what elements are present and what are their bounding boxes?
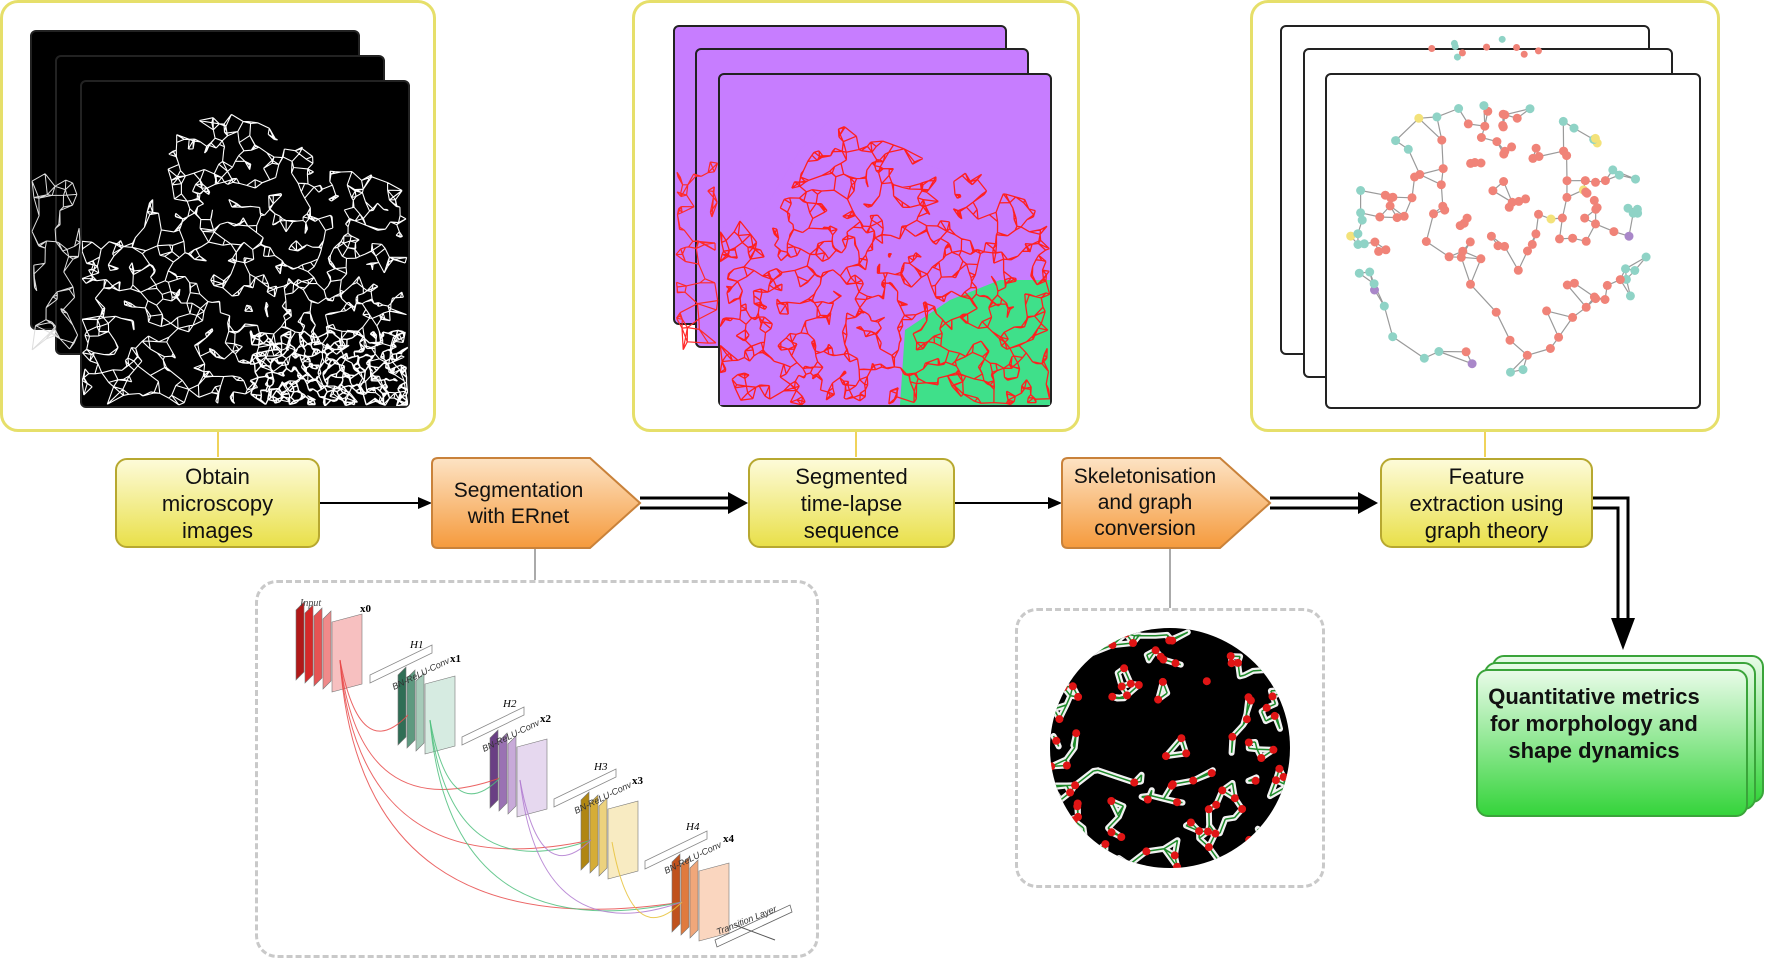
segmentation-overlay: [720, 120, 1050, 405]
graph-image: [1325, 73, 1701, 409]
result-box: [1476, 669, 1748, 817]
skeleton-line-2: and graph: [1097, 491, 1193, 514]
ernet-x0-label: x0: [360, 603, 372, 615]
feature-line-2: extraction using: [1409, 490, 1564, 516]
obtain-line-3: images: [182, 517, 253, 543]
double-arrow-2: [1270, 492, 1378, 514]
ernet-architecture: [295, 601, 793, 948]
double-arrow-down: [1593, 496, 1635, 650]
segmented-line-1: Segmented: [795, 463, 908, 489]
segmentation-label: Segmentation with ERnet: [436, 478, 601, 530]
obtain-line-2: microscopy: [161, 490, 274, 516]
feature-line-3: graph theory: [1424, 517, 1549, 543]
segmentation-line-1: Segmentation: [453, 479, 584, 502]
ernet-h3-label: H3: [593, 761, 608, 773]
obtain-line-1: Obtain: [185, 463, 250, 489]
microscopy-back-fragments: [31, 173, 81, 351]
segmentation-back-fragments: [675, 161, 719, 350]
skeleton-detail-panel: [1015, 608, 1325, 888]
double-arrow-1: [640, 492, 748, 514]
ernet-h4-label: H4: [685, 821, 700, 833]
ernet-x4-label: x4: [723, 833, 735, 845]
obtain-images-box: Obtain microscopy images: [115, 458, 320, 548]
segmentation-line-2: with ERnet: [467, 505, 570, 528]
segmented-line-3: sequence: [803, 517, 900, 543]
ernet-architecture-panel: [255, 580, 819, 958]
result-line-3: shape dynamics: [1508, 738, 1680, 763]
ernet-x1-label: x1: [450, 653, 461, 665]
segmented-line-2: time-lapse: [800, 490, 903, 516]
ernet-h2-label: H2: [502, 698, 517, 710]
ernet-input-label: Input: [299, 598, 321, 609]
skeleton-line-3: conversion: [1094, 517, 1196, 540]
ernet-h1-label: H1: [409, 639, 423, 651]
skeleton-line-1: Skeletonisation: [1073, 465, 1217, 488]
ernet-x3-label: x3: [632, 775, 644, 787]
result-text: Quantitative metrics for morphology and …: [1478, 683, 1710, 764]
result-line-1: Quantitative metrics: [1488, 684, 1700, 709]
feature-line-1: Feature: [1448, 463, 1525, 489]
segmented-sequence-box: Segmented time-lapse sequence: [748, 458, 955, 548]
feature-extraction-box: Feature extraction using graph theory: [1380, 458, 1593, 548]
ernet-x2-label: x2: [540, 713, 552, 725]
result-line-2: for morphology and: [1490, 711, 1698, 736]
graph-network: [1346, 35, 1651, 377]
segmentation-box: [431, 457, 642, 549]
microscopy-network: [82, 113, 408, 406]
segmentation-dense-region: [900, 280, 1050, 405]
skeleton-box: [1061, 457, 1272, 549]
skeleton-label: Skeletonisation and graph conversion: [1064, 464, 1226, 542]
